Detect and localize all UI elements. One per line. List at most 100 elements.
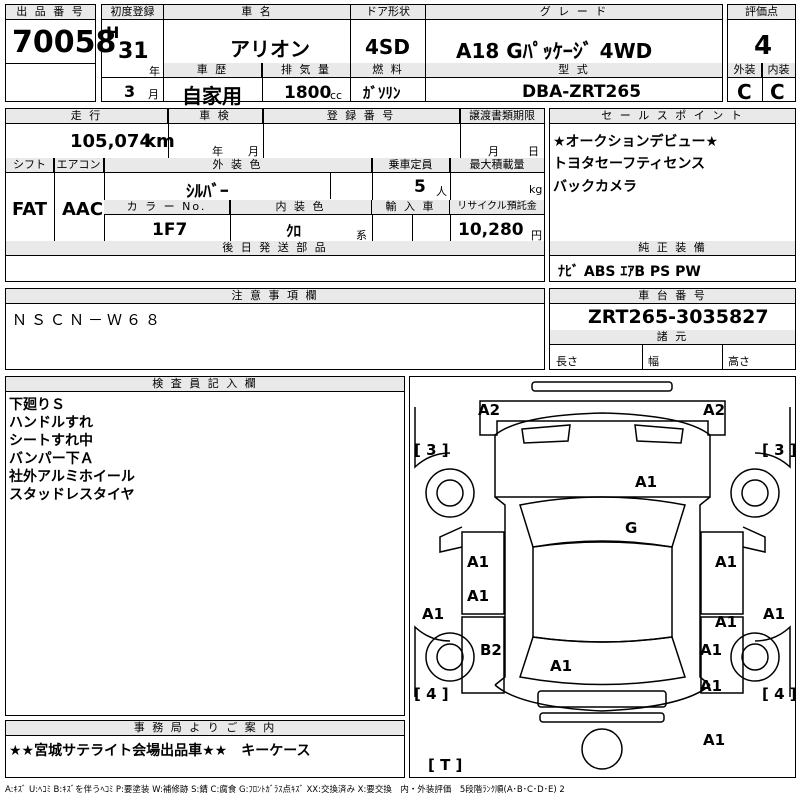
- model-label: 型 式: [426, 63, 722, 78]
- inspector-line: バンパー下Ａ: [9, 451, 94, 467]
- recycle: 10,280: [458, 220, 524, 240]
- damage-mark: A1: [635, 473, 657, 491]
- color-no-label: カ ラ ー No.: [104, 200, 230, 215]
- mileage-label: 走 行: [6, 109, 168, 124]
- car-name-label: 車 名: [164, 5, 350, 20]
- damage-mark: A1: [467, 553, 489, 571]
- fuel: ｶﾞｿﾘﾝ: [363, 84, 401, 102]
- inspection-label: 車 検: [168, 109, 263, 124]
- damage-diagram-box: A2A2A1GA1A1A1A1A1A1B2B1A1A1W2A1A1A1A1 [ …: [409, 376, 796, 778]
- equipment-value: ﾅﾋﾞ ABS ｴｱB PS PW: [558, 264, 701, 280]
- notes-box: 注 意 事 項 欄 ＮＳＣＮ－Ｗ６８: [5, 288, 545, 370]
- year-unit: 年: [149, 65, 160, 78]
- chassis-label: 車 台 番 号: [550, 289, 795, 304]
- int-color: ｸﾛ: [286, 222, 302, 240]
- score-box: 評価点 4 外装 内装 C C: [727, 4, 796, 104]
- width-label: 幅: [648, 355, 659, 368]
- notes-value: ＮＳＣＮ－Ｗ６８: [12, 311, 165, 329]
- int-color-unit: 系: [356, 229, 367, 242]
- color: ｼﾙﾊﾞｰ: [186, 182, 229, 202]
- length-label: 長さ: [556, 355, 578, 368]
- recycle-label: リサイクル預託金: [450, 200, 544, 215]
- mileage-unit: km: [144, 131, 175, 152]
- int-color-label: 内 装 色: [230, 200, 372, 215]
- month-unit: 月: [148, 88, 159, 101]
- damage-mark: A1: [700, 677, 722, 695]
- transfer-month-unit: 月: [488, 145, 499, 158]
- damage-mark: A1: [700, 641, 722, 659]
- history-label: 車 歴: [164, 63, 262, 78]
- load-label: 最大積載量: [450, 158, 544, 173]
- lot-number: 70058: [12, 25, 117, 60]
- capacity-unit: 人: [436, 185, 447, 198]
- inspector-line: シートすれ中: [9, 433, 93, 449]
- car-name-box: 車 名 アリオン 車 歴 排 気 量 自家用 1800 cc: [163, 4, 351, 108]
- displacement-unit: cc: [330, 89, 343, 102]
- office-value: ★★宮城サテライト会場出品車★★ キーケース: [9, 743, 311, 759]
- damage-mark: A2: [478, 401, 500, 419]
- damage-mark: A1: [467, 587, 489, 605]
- interior-label: 内装: [762, 63, 795, 78]
- displacement: 1800: [284, 83, 332, 103]
- model: DBA-ZRT265: [522, 82, 642, 102]
- inspector-box: 検 査 員 記 入 欄 下廻りＳ ハンドルすれ シートすれ中 バンパー下Ａ 社外…: [5, 376, 405, 716]
- shift-label: シフト: [6, 158, 54, 173]
- history: 自家用: [182, 84, 242, 108]
- score: 4: [754, 31, 773, 61]
- damage-mark: A1: [763, 605, 785, 623]
- inspector-line: 下廻りＳ: [9, 397, 65, 413]
- first-registration-box: 初度登録 H 31 年 3 月: [101, 4, 164, 102]
- height-label: 高さ: [728, 355, 750, 368]
- office-label: 事 務 局 よ り ご 案 内: [6, 721, 404, 736]
- damage-mark: B2: [480, 641, 502, 659]
- shift: FAT: [12, 199, 48, 220]
- import-label: 輸 入 車: [372, 200, 450, 215]
- color-label: 外 装 色: [104, 158, 372, 173]
- grade-label: グ レ ー ド: [426, 5, 722, 20]
- exterior-label: 外装: [728, 63, 762, 78]
- dims-label: 諸 元: [550, 330, 795, 345]
- transfer-day-unit: 日: [528, 145, 539, 158]
- grade-box: グ レ ー ド A18 Gﾊﾟｯｹｰｼﾞ 4WD 型 式 DBA-ZRT265: [425, 4, 723, 102]
- inspector-label: 検 査 員 記 入 欄: [6, 377, 404, 392]
- tire-label: [ 3 ]: [414, 441, 449, 459]
- transfer-label: 譲渡書類期限: [460, 109, 544, 124]
- tire-label: [ 4 ]: [762, 685, 795, 703]
- capacity-label: 乗車定員: [372, 158, 450, 173]
- reg-no-label: 登 録 番 号: [263, 109, 460, 124]
- door: 4SD: [365, 35, 410, 59]
- score-label: 評価点: [728, 5, 795, 20]
- door-label: ドア形状: [351, 5, 425, 20]
- tire-label: [ 4 ]: [414, 685, 449, 703]
- recycle-unit: 円: [531, 229, 542, 242]
- legend: A:ｷｽﾞ U:ﾍｺﾐ B:ｷｽﾞを伴うﾍｺﾐ P:要塗装 W:補修跡 S:錆 …: [5, 785, 565, 795]
- sales-point-item: ★オークションデビュー★: [553, 134, 719, 150]
- displacement-label: 排 気 量: [262, 63, 350, 78]
- load-unit: kg: [529, 183, 543, 196]
- office-box: 事 務 局 よ り ご 案 内 ★★宮城サテライト会場出品車★★ キーケース: [5, 720, 405, 778]
- inspection-month-unit: 月: [248, 145, 259, 158]
- inspector-line: ハンドルすれ: [9, 415, 93, 431]
- first-registration-label: 初度登録: [102, 5, 163, 20]
- damage-mark: A1: [715, 613, 737, 631]
- inspection-year-unit: 年: [212, 145, 223, 158]
- color-no: 1F7: [152, 220, 188, 240]
- damage-mark: A1: [550, 657, 572, 675]
- damage-mark: A1: [715, 553, 737, 571]
- era: H: [106, 23, 120, 42]
- ac-label: エアコン: [54, 158, 104, 173]
- inspector-line: スタッドレスタイヤ: [9, 487, 135, 503]
- tire-label: [ 3 ]: [762, 441, 795, 459]
- door-box: ドア形状 4SD 燃 料 ｶﾞｿﾘﾝ: [350, 4, 426, 102]
- later-parts-label: 後 日 発 送 部 品: [6, 241, 544, 256]
- car-diagram: A2A2A1GA1A1A1A1A1A1B2B1A1A1W2A1A1A1A1 [ …: [414, 381, 795, 774]
- tire-label: [ T ]: [428, 756, 462, 774]
- equipment-label: 純 正 装 備: [550, 241, 795, 256]
- month: 3: [124, 82, 136, 101]
- inspector-line: 社外アルミホイール: [9, 469, 135, 485]
- chassis-box: 車 台 番 号 ZRT265-3035827 諸 元 長さ 幅 高さ: [549, 288, 796, 370]
- car-name: アリオン: [230, 37, 310, 61]
- lot-number-box: 出 品 番 号 70058: [5, 4, 116, 102]
- damage-mark: A1: [703, 731, 725, 749]
- grade: A18 Gﾊﾟｯｹｰｼﾞ 4WD: [456, 39, 653, 63]
